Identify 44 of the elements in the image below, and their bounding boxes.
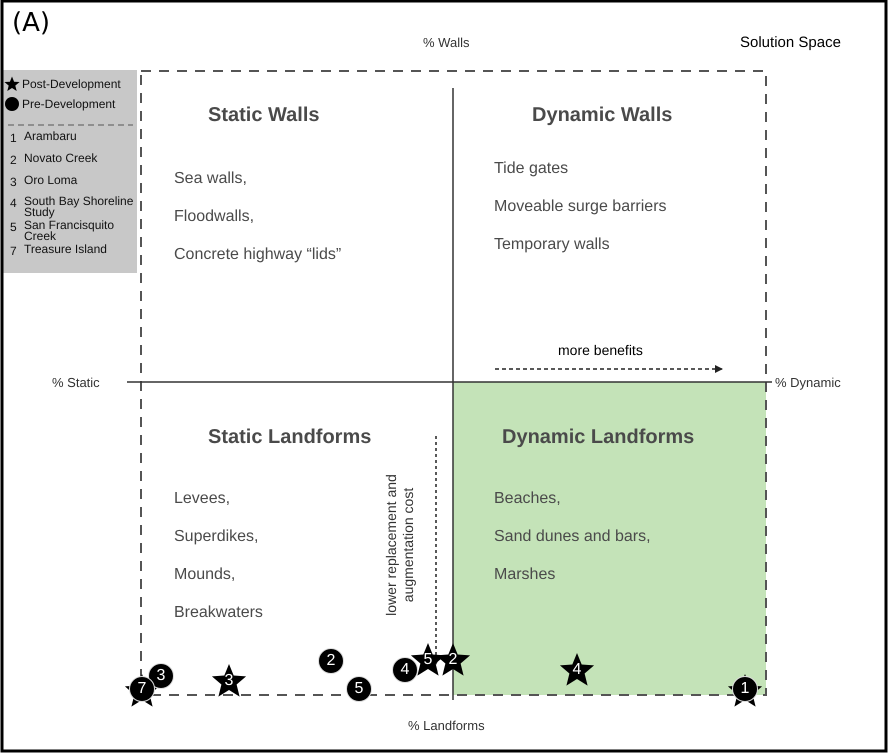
- key-number: 2: [10, 155, 17, 166]
- key-number: 1: [10, 133, 17, 144]
- solution-item: Beaches,: [494, 490, 561, 508]
- circle-marker: 5: [346, 676, 372, 702]
- solution-item: Moveable surge barriers: [494, 198, 667, 216]
- axis-label: % Static: [52, 375, 100, 390]
- key-number: 4: [10, 198, 17, 209]
- legend-label: Post-Development: [22, 77, 121, 91]
- circle-marker: 2: [318, 648, 344, 674]
- site-name: Arambaru: [24, 131, 78, 142]
- solution-item: Breakwaters: [174, 604, 263, 622]
- star-marker: 3: [211, 663, 247, 699]
- key-number: 5: [10, 222, 17, 233]
- site-name: Treasure Island: [24, 244, 108, 255]
- axis-label: % Walls: [423, 35, 470, 50]
- circle-marker: 4: [392, 657, 418, 683]
- site-name: South Bay Shoreline Study: [24, 196, 134, 218]
- solution-item: Mounds,: [174, 566, 236, 584]
- solution-item: Sea walls,: [174, 170, 247, 188]
- key-number: 7: [10, 246, 17, 257]
- solution-item: Levees,: [174, 490, 230, 508]
- solution-item: Concrete highway “lids”: [174, 246, 342, 264]
- quadrant-title: Dynamic Landforms: [502, 426, 694, 449]
- legend-label: Pre-Development: [22, 97, 116, 111]
- arrow-label: lower replacement and augmentation cost: [383, 473, 417, 618]
- solution-item: Sand dunes and bars,: [494, 528, 651, 546]
- quadrant-title: Dynamic Walls: [532, 104, 672, 127]
- quadrant-title: Static Walls: [208, 104, 320, 127]
- site-name: San Francisquito Creek: [24, 220, 116, 242]
- arrow-label: more benefits: [558, 342, 643, 358]
- axis-label: % Dynamic: [775, 375, 841, 390]
- star-marker: 4: [559, 652, 595, 688]
- panel-letter: (A): [12, 8, 50, 38]
- solution-item: Marshes: [494, 566, 556, 584]
- solution-item: Superdikes,: [174, 528, 258, 546]
- solution-item: Tide gates: [494, 160, 568, 178]
- solution-item: Floodwalls,: [174, 208, 254, 226]
- site-name: Novato Creek: [24, 153, 98, 164]
- key-number: 3: [10, 177, 17, 188]
- solution-item: Temporary walls: [494, 236, 610, 254]
- quadrant-title: Static Landforms: [208, 426, 372, 449]
- diagram-title: Solution Space: [740, 34, 841, 51]
- axis-label: % Landforms: [408, 718, 485, 733]
- site-name: Oro Loma: [24, 175, 78, 186]
